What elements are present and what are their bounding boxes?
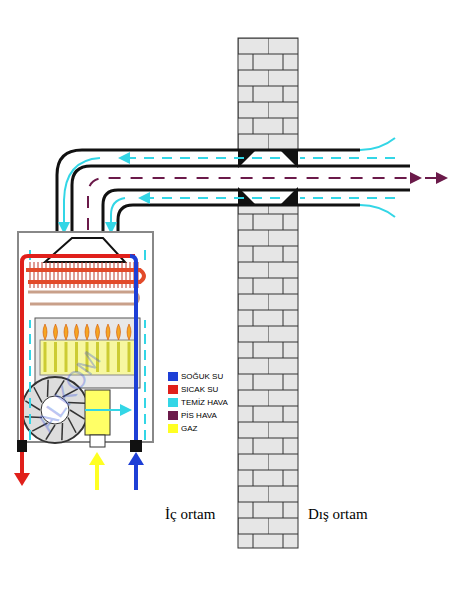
indoor-label: İç ortam: [165, 506, 215, 523]
legend-row: SICAK SU: [168, 385, 218, 394]
legend-swatch: [168, 411, 178, 420]
legend-row: PİS HAVA: [168, 411, 217, 420]
legend-swatch: [168, 385, 178, 394]
legend-row: SOĞUK SU: [168, 372, 223, 381]
legend-text: SOĞUK SU: [181, 372, 223, 381]
legend-text: TEMİZ HAVA: [181, 398, 228, 407]
legend-text: GAZ: [181, 424, 197, 433]
legend-row: GAZ: [168, 424, 197, 433]
legend-swatch: [168, 372, 178, 381]
legend-row: TEMİZ HAVA: [168, 398, 228, 407]
legend-text: PİS HAVA: [181, 411, 217, 420]
outdoor-label: Dış ortam: [308, 506, 368, 523]
legend-swatch: [168, 398, 178, 407]
legend-swatch: [168, 424, 178, 433]
legend-text: SICAK SU: [181, 385, 218, 394]
